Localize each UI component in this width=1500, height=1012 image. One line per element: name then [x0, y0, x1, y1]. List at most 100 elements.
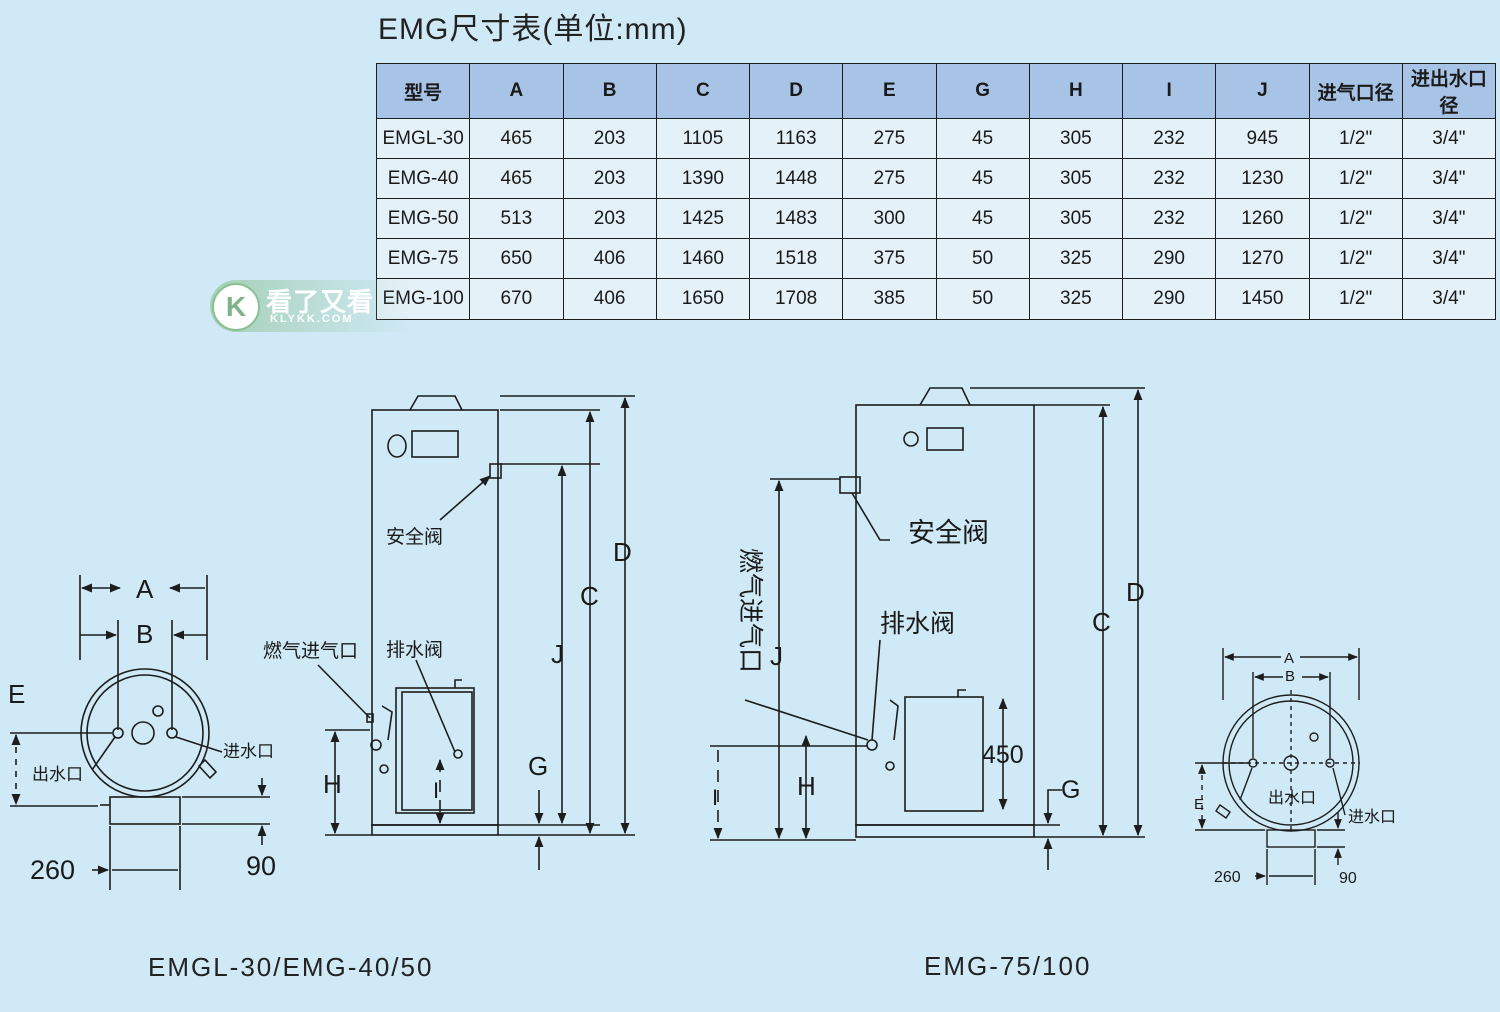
header-j: J: [1215, 63, 1310, 119]
table-row: EMGL-30 465 203 1105 1163 275 45 305 232…: [375, 118, 1497, 159]
table-cell: 1/2": [1308, 278, 1403, 320]
base-block: [109, 796, 181, 825]
table-cell: 1708: [748, 278, 844, 320]
drain-valve-port: [453, 749, 463, 759]
header-i: I: [1121, 63, 1217, 119]
left-plan-view: [10, 575, 270, 890]
heater-body: [371, 409, 499, 826]
table-cell: EMG-40: [375, 158, 471, 199]
header-g: G: [935, 63, 1030, 119]
table-cell: 290: [1121, 238, 1217, 279]
header-h: H: [1028, 63, 1124, 119]
table-cell: 3/4": [1401, 198, 1497, 239]
table-cell: 1460: [655, 238, 751, 279]
right-elevation-view: [710, 387, 1145, 870]
left-label-e: E: [8, 679, 25, 709]
table-cell: 670: [469, 278, 564, 320]
right-label-gas-inlet: 燃气进气口: [736, 548, 764, 673]
gas-port: [1309, 732, 1319, 742]
left-dim-90: 90: [246, 851, 276, 881]
table-cell: 406: [562, 238, 657, 279]
left-label-i: I: [433, 778, 439, 803]
table-cell: 1270: [1215, 238, 1310, 279]
table-cell: 945: [1215, 118, 1310, 159]
table-cell: 1448: [748, 158, 844, 199]
gas-port: [152, 705, 164, 717]
right-label-water-in: 进水口: [1348, 808, 1396, 826]
dimension-table: 型号 A B C D E G H I J 进气口径 进出水口径 EMGL-30 …: [375, 63, 1497, 320]
burner-box: [395, 687, 475, 814]
right-figure-caption: EMG-75/100: [924, 951, 1092, 981]
table-cell: 1425: [655, 198, 751, 239]
table-cell: 1390: [655, 158, 751, 199]
left-label-drain-valve: 排水阀: [386, 639, 443, 661]
heater-base: [371, 824, 499, 836]
left-label-g: G: [528, 751, 548, 781]
table-cell: 1260: [1215, 198, 1310, 239]
table-cell: 232: [1121, 198, 1217, 239]
header-c: C: [655, 63, 751, 119]
safety-valve-body: [489, 463, 502, 479]
right-label-b: B: [1285, 668, 1295, 685]
right-label-safety-valve: 安全阀: [908, 518, 989, 548]
table-cell: 3/4": [1401, 238, 1497, 279]
table-row: EMG-50 513 203 1425 1483 300 45 305 232 …: [375, 198, 1497, 239]
inlet-fitting: [197, 758, 218, 780]
table-cell: 45: [935, 158, 1030, 199]
right-label-j: J: [770, 641, 783, 671]
left-figure-caption: EMGL-30/EMG-40/50: [148, 952, 434, 982]
header-a: A: [469, 63, 564, 119]
right-label-a: A: [1284, 650, 1294, 667]
table-cell: 385: [842, 278, 937, 320]
table-cell: 305: [1028, 118, 1124, 159]
left-label-c: C: [580, 581, 599, 611]
table-cell: 1650: [655, 278, 751, 320]
watermark: K 看了又看 KLYKK.COM: [210, 280, 410, 332]
left-label-d: D: [613, 537, 632, 567]
left-dim-260: 260: [30, 855, 75, 885]
flue-cap: [409, 395, 463, 411]
table-cell: 325: [1028, 238, 1124, 279]
table-cell: 203: [562, 198, 657, 239]
table-cell: 1/2": [1308, 158, 1403, 199]
table-cell: 275: [842, 118, 937, 159]
table-cell: 45: [935, 118, 1030, 159]
left-label-j: J: [551, 639, 564, 669]
header-d: D: [748, 63, 844, 119]
left-label-b: B: [136, 619, 153, 649]
table-row: EMG-40 465 203 1390 1448 275 45 305 232 …: [375, 158, 1497, 199]
gas-inlet-port: [370, 739, 382, 751]
left-label-water-out: 出水口: [32, 765, 83, 784]
left-elevation-view: [317, 395, 635, 870]
flue-cap: [919, 387, 971, 406]
right-label-i: I: [712, 785, 718, 810]
table-cell: 650: [469, 238, 564, 279]
page-title: EMG尺寸表(单位:mm): [378, 13, 688, 46]
right-label-c: C: [1092, 607, 1111, 637]
right-plan-view: [1195, 648, 1360, 885]
right-dim-450: 450: [982, 741, 1024, 769]
watermark-logo-icon: K: [212, 283, 260, 331]
right-label-water-out: 出水口: [1268, 789, 1316, 807]
left-label-water-in: 进水口: [223, 742, 274, 761]
flue-circle: [131, 721, 155, 745]
right-label-g: G: [1061, 776, 1080, 804]
right-label-d: D: [1126, 577, 1145, 607]
table-cell: 232: [1121, 158, 1217, 199]
table-cell: 465: [469, 118, 564, 159]
table-cell: 513: [469, 198, 564, 239]
header-model: 型号: [375, 63, 471, 119]
table-cell: 50: [935, 278, 1030, 320]
table-cell: 465: [469, 158, 564, 199]
table-cell: 3/4": [1401, 158, 1497, 199]
table-cell: 3/4": [1401, 118, 1497, 159]
table-cell: EMG-50: [375, 198, 471, 239]
table-cell: 1450: [1215, 278, 1310, 320]
table-cell: 305: [1028, 158, 1124, 199]
watermark-subtext: KLYKK.COM: [270, 313, 354, 325]
table-cell: 275: [842, 158, 937, 199]
watermark-text: 看了又看: [266, 287, 375, 317]
gas-inlet-port: [866, 739, 878, 751]
table-cell: 325: [1028, 278, 1124, 320]
